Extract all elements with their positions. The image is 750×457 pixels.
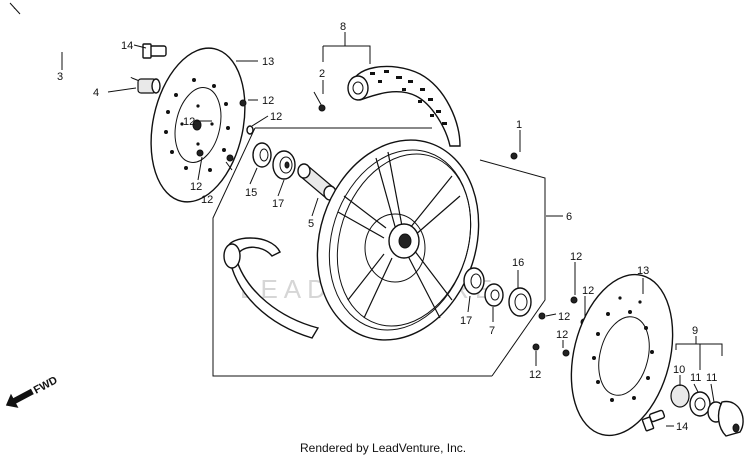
callout-15: 15 — [245, 187, 257, 199]
axle — [9, 2, 148, 85]
callout-12: 12 — [570, 251, 582, 263]
forward-arrow-icon — [5, 388, 34, 408]
callout-13: 13 — [637, 265, 649, 277]
callout-12: 12 — [262, 95, 274, 107]
bearing-17-right — [463, 267, 485, 295]
callout-17: 17 — [460, 315, 472, 327]
callout-12: 12 — [183, 116, 195, 128]
dust-seal-15 — [252, 142, 272, 168]
credit-text: Rendered by LeadVenture, Inc. — [300, 441, 466, 455]
speedometer-gear-retainer-7 — [484, 283, 504, 307]
callout-12: 12 — [558, 311, 570, 323]
callout-12: 12 — [556, 329, 568, 341]
side-collar — [137, 78, 161, 94]
callout-17: 17 — [272, 198, 284, 210]
rim-band — [223, 237, 320, 339]
callout-6: 6 — [566, 211, 572, 223]
callout-8: 8 — [340, 21, 346, 33]
callout-12: 12 — [529, 369, 541, 381]
callout-12: 12 — [582, 285, 594, 297]
fwd-label: FWD — [32, 374, 60, 396]
callout-1: 1 — [516, 119, 522, 131]
callout-9: 9 — [692, 325, 698, 337]
leader-lines — [61, 32, 723, 427]
callout-13: 13 — [262, 56, 274, 68]
axle-bolt — [142, 43, 167, 59]
callout-2: 2 — [319, 68, 325, 80]
callout-4: 4 — [93, 87, 99, 99]
assembly-frame — [212, 127, 563, 377]
valve-stem — [313, 91, 326, 112]
callout-12: 12 — [201, 194, 213, 206]
axle-nut-right — [641, 409, 666, 432]
disc-bolts-left — [196, 99, 254, 162]
cast-wheel — [316, 139, 480, 341]
callout-12: 12 — [270, 111, 282, 123]
callouts: 3 14 4 13 12 12 12 12 12 8 2 15 17 5 1 6… — [57, 21, 717, 433]
callout-5: 5 — [308, 218, 314, 230]
callout-11: 11 — [690, 372, 701, 384]
callout-14: 14 — [676, 421, 688, 433]
brake-disc-right — [570, 273, 674, 437]
distance-collar-5 — [297, 163, 337, 201]
callout-14: 14 — [121, 40, 133, 52]
callout-10: 10 — [673, 364, 685, 376]
speedometer-gearbox — [670, 384, 744, 437]
callout-3: 3 — [57, 71, 63, 83]
callout-16: 16 — [512, 257, 524, 269]
brake-disc-left — [150, 47, 246, 203]
tire — [347, 65, 461, 147]
callout-7: 7 — [489, 325, 495, 337]
dust-seal-16 — [508, 287, 532, 317]
callout-12: 12 — [190, 181, 202, 193]
forward-direction-indicator: FWD — [5, 374, 60, 408]
bearing-17-left — [272, 150, 296, 180]
callout-11: 11 — [706, 372, 717, 384]
